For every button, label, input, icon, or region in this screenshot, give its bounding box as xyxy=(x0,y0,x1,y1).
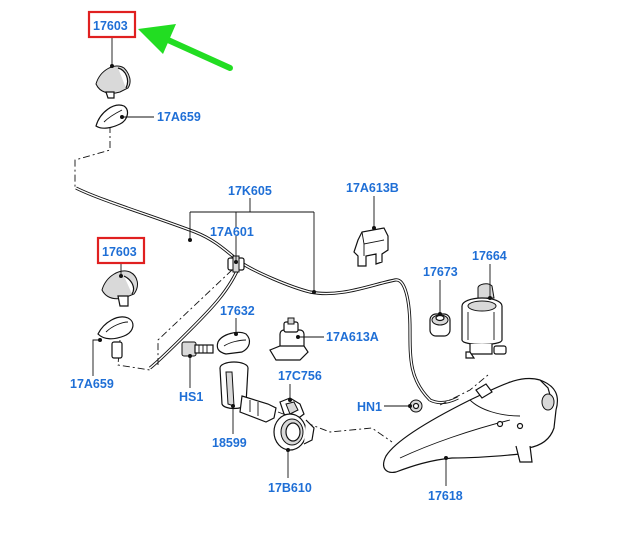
label-reservoir[interactable]: 17618 xyxy=(428,489,463,503)
label-bolt[interactable]: HS1 xyxy=(179,390,203,404)
label-nozzle-cover-left[interactable]: 17A659 xyxy=(70,377,114,391)
label-cap[interactable]: 17632 xyxy=(220,304,255,318)
label-nozzle-cover-top[interactable]: 17A659 xyxy=(157,110,201,124)
label-filler-neck[interactable]: 18599 xyxy=(212,436,247,450)
nozzle-left xyxy=(101,270,138,307)
label-filler-clip[interactable]: 17C756 xyxy=(278,369,322,383)
seal xyxy=(273,413,315,451)
green-arrow-icon xyxy=(138,24,233,71)
label-connector-small[interactable]: 17A613A xyxy=(326,330,379,344)
label-nozzle-top[interactable]: 17603 xyxy=(93,19,128,33)
nozzle-top xyxy=(95,65,131,99)
leader-lines xyxy=(92,38,492,486)
label-seal[interactable]: 17B610 xyxy=(268,481,312,495)
label-pump[interactable]: 17664 xyxy=(472,249,507,263)
alignment-lines xyxy=(74,126,489,443)
label-tee[interactable]: 17A601 xyxy=(210,225,254,239)
washer-hose xyxy=(75,186,459,405)
pump xyxy=(461,283,507,359)
label-nozzle-left[interactable]: 17603 xyxy=(102,245,137,259)
nozzle-cover-left xyxy=(97,316,134,359)
grommet xyxy=(429,313,451,337)
highlight-box-left xyxy=(96,236,146,265)
nozzle-cover-top xyxy=(95,104,129,129)
highlight-box-top xyxy=(87,10,137,39)
label-hose-main[interactable]: 17K605 xyxy=(228,184,272,198)
connector-17a613b xyxy=(353,227,389,267)
filler-neck xyxy=(219,361,277,423)
nut xyxy=(409,399,423,413)
label-nut[interactable]: HN1 xyxy=(357,400,382,414)
reservoir xyxy=(383,377,559,473)
label-connector-main[interactable]: 17A613B xyxy=(346,181,399,195)
connector-17a613a xyxy=(269,317,309,361)
label-grommet[interactable]: 17673 xyxy=(423,265,458,279)
cap xyxy=(216,331,251,355)
bolt xyxy=(181,341,214,357)
